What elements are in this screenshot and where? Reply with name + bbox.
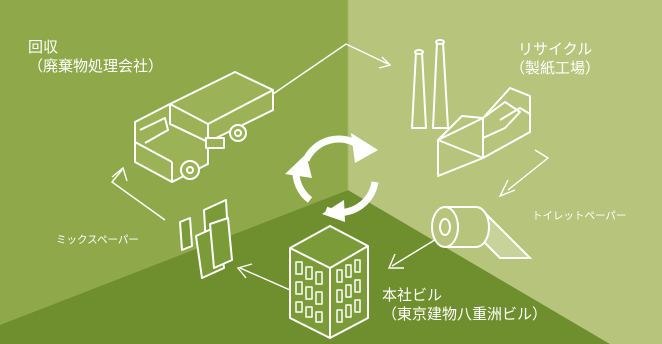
collection-label: 回収 （廃棄物処理会社）: [28, 38, 163, 76]
arrow-roll-to-building: [391, 237, 439, 267]
arrow-head-roll: [498, 179, 516, 198]
arrow-head-truck: [111, 166, 128, 182]
arrow-head-paper: [236, 263, 253, 279]
head-office-title: 本社ビル: [382, 286, 443, 304]
recycling-label: リサイクル （製紙工場）: [510, 40, 600, 78]
toilet-paper-label: トイレットペーパー: [532, 210, 627, 222]
arrow-factory-to-roll: [507, 149, 550, 191]
arrow-head-building: [387, 253, 404, 269]
office-building-icon: [289, 225, 369, 339]
mixed-paper-label: ミックスペーパー: [56, 234, 139, 246]
collection-subtitle: （廃棄物処理会社）: [28, 56, 164, 75]
collection-title: 回収: [28, 38, 59, 56]
arrow-truck-to-factory: [272, 43, 389, 95]
recycling-subtitle: （製紙工場）: [510, 58, 601, 77]
garbage-truck-icon: [134, 71, 274, 183]
head-office-label: 本社ビル （東京建物八重洲ビル）: [382, 286, 547, 324]
mixed-paper-icon: [179, 199, 233, 279]
head-office-subtitle: （東京建物八重洲ビル）: [382, 304, 548, 323]
toilet-paper-roll-icon: [431, 206, 533, 259]
paper-mill-factory-icon: [411, 39, 531, 177]
arrow-head-factory: [378, 56, 392, 69]
flow-arrows: [110, 43, 550, 291]
recycling-title: リサイクル: [518, 40, 593, 58]
arrow-building-to-paper: [239, 267, 291, 291]
arrow-paper-to-truck: [110, 169, 166, 221]
right-wall: [348, 0, 662, 344]
recycle-cycle-icon: [285, 133, 379, 222]
